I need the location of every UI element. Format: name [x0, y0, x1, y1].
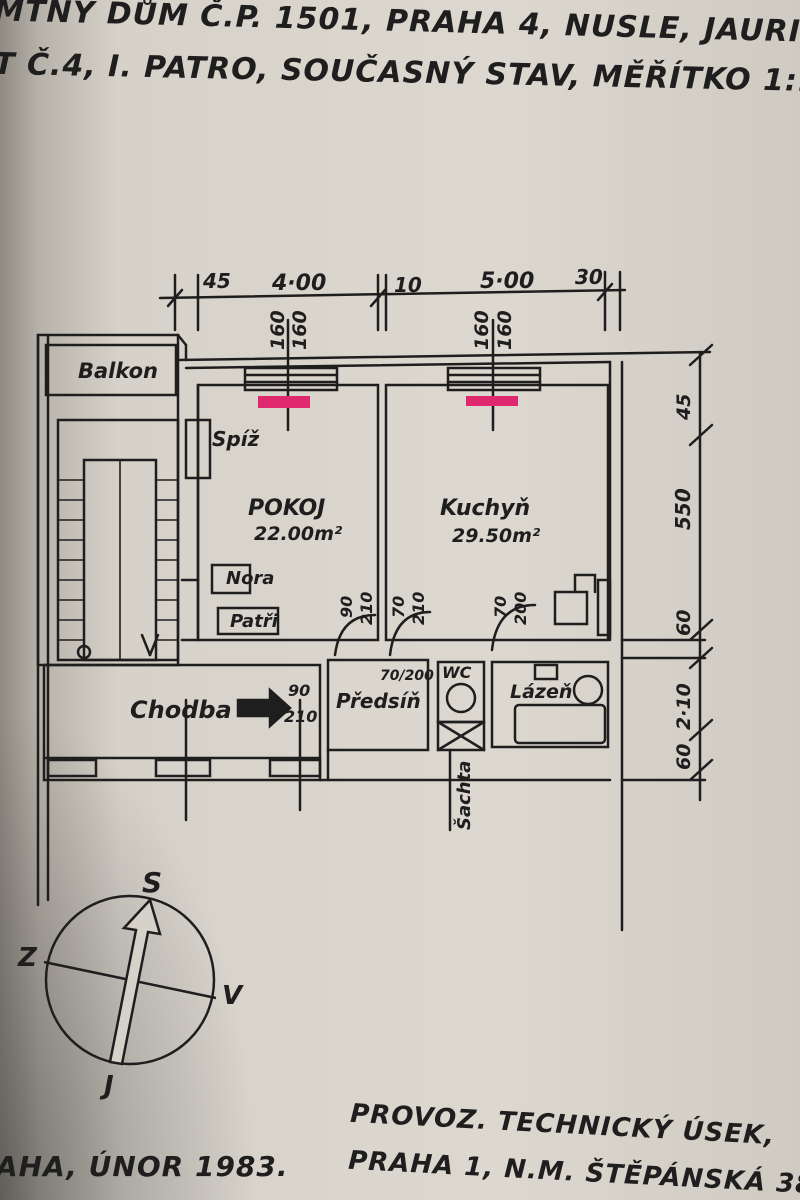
- dim-top-3: 10: [394, 273, 422, 297]
- label-balkon: Balkon: [78, 359, 158, 383]
- label-wc: WC: [442, 663, 472, 682]
- compass-z: Z: [17, 943, 38, 973]
- label-kuchyn-area: 29.50m²: [452, 525, 541, 547]
- stove: [553, 590, 589, 626]
- spiz-box: [184, 418, 212, 480]
- label-lazen: Lázeň: [510, 681, 572, 703]
- label-kuchyn: Kuchyň: [440, 496, 530, 521]
- dim-right-1: 45: [673, 394, 695, 421]
- window-dim-2a: 160: [471, 310, 493, 350]
- door-dim-b: 210: [357, 592, 376, 625]
- door-dim-a: 90: [337, 596, 356, 618]
- dim-right-2: 550: [671, 488, 695, 530]
- radiator-pokoj: [258, 396, 310, 408]
- label-chodba: Chodba: [130, 696, 232, 724]
- label-pokoj-area: 22.00m²: [254, 523, 343, 545]
- nora-box: [210, 563, 252, 595]
- window-dim-1b: 160: [289, 310, 311, 350]
- door-dim-i: 210: [284, 707, 317, 726]
- door-dim-g: 70/200: [380, 668, 434, 684]
- footer-date: AHA, ÚNOR 1983.: [0, 1150, 289, 1183]
- predsin-room: [326, 658, 430, 752]
- compass-j: J: [99, 1071, 114, 1101]
- door-dim-h: 90: [288, 681, 310, 700]
- north-arrow-icon: [108, 897, 162, 1066]
- door-dim-d: 210: [409, 592, 428, 625]
- door-dim-e: 70: [491, 596, 510, 618]
- door-dim-f: 200: [511, 592, 530, 625]
- shadow: [0, 700, 260, 1200]
- radiator-kuchyn: [466, 396, 518, 406]
- label-spiz: Spíž: [212, 427, 260, 451]
- dim-right-5: 60: [673, 744, 695, 770]
- label-predsin: Předsíň: [336, 689, 421, 713]
- compass-v: V: [222, 981, 244, 1011]
- dim-right-3: 60: [673, 610, 695, 636]
- door-dim-c: 70: [389, 596, 408, 618]
- dim-top-4: 5·00: [480, 269, 534, 294]
- dim-top-5: 30: [575, 265, 603, 289]
- window-pokoj: [243, 366, 339, 392]
- window-dim-2b: 160: [494, 310, 516, 350]
- patri-box: [216, 606, 280, 636]
- dim-top-1: 45: [202, 269, 231, 293]
- sachta-box: [436, 720, 486, 752]
- label-nora: Nora: [226, 568, 274, 589]
- label-pokoj: POKOJ: [248, 496, 325, 521]
- window-dim-1a: 160: [267, 310, 289, 350]
- balkon-box: [44, 343, 178, 397]
- label-patri: Patři: [230, 611, 279, 632]
- dim-right-4: 2·10: [673, 683, 695, 730]
- compass: S Z V J: [17, 866, 244, 1101]
- compass-s: S: [142, 866, 162, 899]
- dim-top-2: 4·00: [271, 271, 326, 296]
- chodba-room: [42, 663, 322, 782]
- label-sachta: Šachta: [453, 761, 475, 830]
- lazen-room: [490, 660, 610, 749]
- dim-line-top: [158, 288, 627, 300]
- kuchyn-room: [384, 383, 610, 642]
